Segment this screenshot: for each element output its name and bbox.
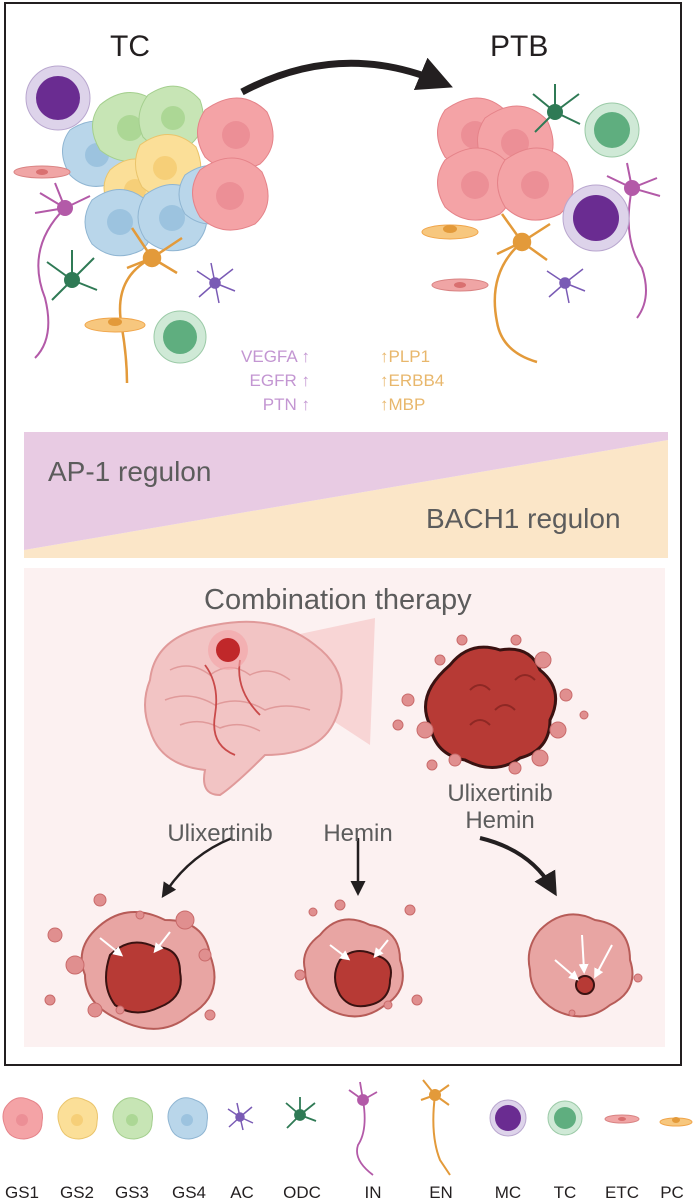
gs1-cell-icon — [437, 147, 514, 221]
brain-icon — [144, 620, 343, 797]
brain-tumor-icon — [208, 630, 248, 670]
up-arrow-icon: ↑ — [380, 347, 389, 366]
upregulated-genes-ptb: ↑PLP1 ↑ERBB4 ↑MBP — [380, 345, 444, 417]
gs1-cell-icon — [2, 1097, 43, 1140]
oligodendrocyte-icon — [46, 250, 98, 301]
legend-label-mc: MC — [494, 1183, 522, 1202]
t-cell-icon — [584, 102, 640, 158]
pericyte-icon — [659, 1117, 693, 1127]
cell-populations-illustration — [13, 57, 661, 384]
drug-label-ulixertinib: Ulixertinib — [167, 820, 273, 847]
ap1-regulon-wedge — [24, 432, 668, 550]
gene-ptn: PTN — [262, 395, 297, 414]
gene-plp1: PLP1 — [388, 347, 431, 366]
ap1-regulon-label: AP-1 regulon — [48, 456, 212, 487]
gene-vegfa: VEGFA — [241, 347, 297, 366]
macrophage-icon — [562, 184, 630, 252]
gs1-cell-icon — [197, 97, 274, 171]
gs3-cell-icon — [138, 85, 204, 150]
tumor-response-hemin — [294, 899, 423, 1018]
up-arrow-icon: ↑ — [296, 395, 310, 414]
tumor-response-combination — [527, 913, 643, 1018]
oligodendrocyte-icon — [532, 84, 581, 133]
t-cell-icon — [547, 1100, 583, 1136]
legend-icons — [2, 1079, 693, 1176]
drug-label-combination: Ulixertinib Hemin — [447, 780, 553, 834]
up-arrow-icon: ↑ — [296, 371, 310, 390]
excitatory-neuron-icon — [420, 1079, 451, 1176]
upregulated-genes-tc: VEGFA ↑ EGFR ↑ PTN ↑ — [200, 345, 310, 417]
pericyte-icon — [421, 224, 479, 240]
legend-label-gs1: GS1 — [4, 1183, 40, 1202]
legend-label-gs3: GS3 — [114, 1183, 150, 1202]
tumor-response-ulixertinib — [44, 893, 216, 1030]
legend-label-en: EN — [429, 1183, 453, 1202]
ptb-label: PTB — [490, 30, 549, 63]
transition-arrow — [240, 57, 453, 96]
tc-label: TC — [110, 30, 150, 63]
endothelial-cell-icon — [604, 1114, 640, 1124]
gene-erbb4: ERBB4 — [388, 371, 445, 390]
inhibitory-neuron-icon — [34, 182, 91, 359]
pericyte-icon — [84, 317, 146, 333]
up-arrow-icon: ↑ — [380, 371, 389, 390]
macrophage-icon — [489, 1099, 527, 1137]
gene-mbp: MBP — [388, 395, 426, 414]
gs4-cell-icon — [84, 189, 155, 257]
legend-label-etc: ETC — [605, 1183, 639, 1202]
endothelial-cell-icon — [13, 165, 71, 179]
gs1-cell-icon — [192, 157, 269, 231]
tumor-satellite-cells — [392, 634, 589, 775]
therapy-title: Combination therapy — [204, 584, 472, 616]
inhibitory-neuron-icon — [348, 1081, 378, 1176]
bach1-regulon-wedge — [24, 440, 668, 558]
macrophage-icon — [25, 65, 91, 131]
legend-label-gs2: GS2 — [59, 1183, 95, 1202]
drug-label-hemin: Hemin — [323, 820, 393, 847]
gene-egfr: EGFR — [249, 371, 297, 390]
astrocyte-icon — [196, 262, 236, 304]
endothelial-cell-icon — [431, 278, 489, 292]
astrocyte-icon — [227, 1102, 254, 1131]
t-cell-icon — [153, 310, 207, 364]
astrocyte-icon — [546, 268, 586, 304]
gs4-cell-icon — [167, 1097, 208, 1140]
up-arrow-icon: ↑ — [380, 395, 389, 414]
legend-label-odc: ODC — [283, 1183, 321, 1202]
gs3-cell-icon — [112, 1097, 153, 1140]
tumor-mass-icon — [424, 645, 558, 769]
gs1-cell-icon — [497, 147, 574, 221]
legend-label-pc: PC — [660, 1183, 684, 1202]
bach1-regulon-label: BACH1 regulon — [426, 503, 621, 534]
up-arrow-icon: ↑ — [296, 347, 310, 366]
regulon-gradient — [24, 432, 668, 558]
combination-arrow — [479, 836, 557, 897]
excitatory-neuron-icon — [493, 213, 551, 364]
figure-frame — [4, 2, 682, 1066]
legend-label-in: IN — [364, 1183, 382, 1202]
gs2-cell-icon — [57, 1097, 98, 1140]
ulixertinib-arrow — [161, 836, 233, 899]
legend-label-gs4: GS4 — [171, 1183, 207, 1202]
legend-label-tc: TC — [553, 1183, 577, 1202]
therapy-illustration — [44, 618, 643, 1030]
oligodendrocyte-icon — [285, 1097, 317, 1129]
legend-label-ac: AC — [230, 1183, 254, 1202]
